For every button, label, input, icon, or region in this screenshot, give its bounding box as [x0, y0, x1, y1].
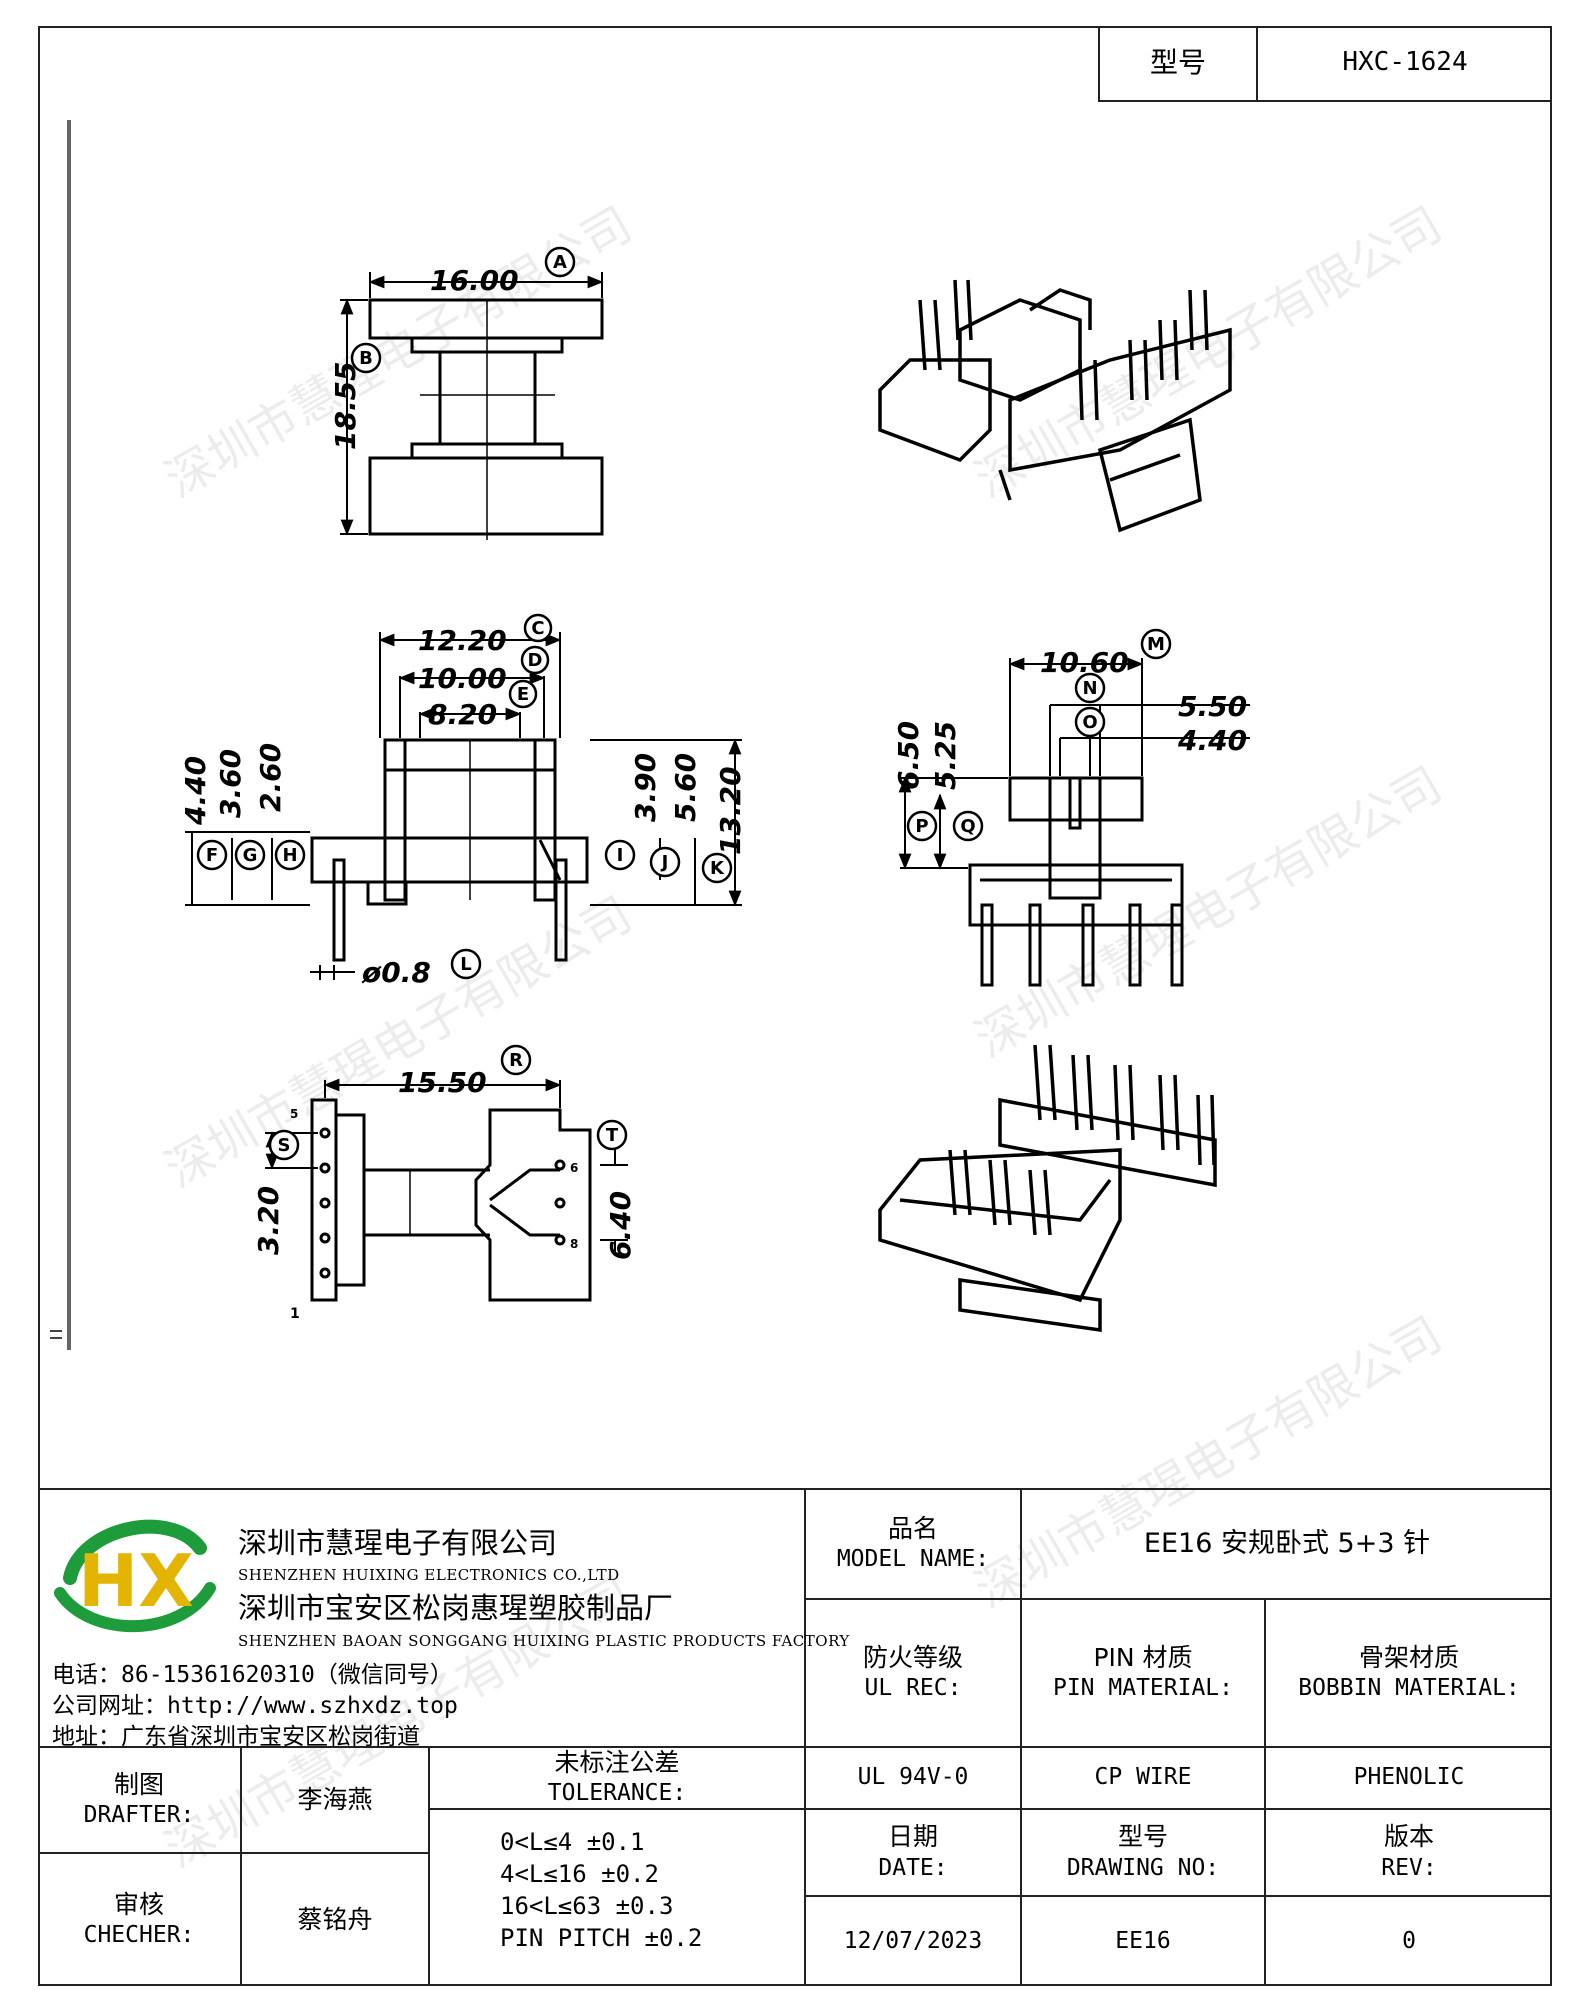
dim-n: 5.50 — [1178, 690, 1247, 723]
view-front — [340, 272, 604, 540]
callout-s: S — [278, 1135, 291, 1156]
company-name-en: SHENZHEN HUIXING ELECTRONICS CO.,LTD — [238, 1566, 620, 1584]
dim-i: 3.90 — [629, 753, 662, 822]
dim-j: 5.60 — [669, 753, 702, 822]
header-model-box: 型号 HXC-1624 — [1098, 26, 1552, 102]
dim-p: 6.50 — [892, 721, 925, 790]
margin-mark — [50, 1337, 62, 1339]
ul-rec-value: UL 94V-0 — [857, 1764, 969, 1791]
callout-t: T — [606, 1125, 619, 1146]
dim-d: 10.00 — [418, 662, 507, 695]
factory-name-en: SHENZHEN BAOAN SONGGANG HUIXING PLASTIC … — [238, 1632, 850, 1650]
dim-r: 15.50 — [398, 1066, 487, 1099]
margin-bar — [67, 120, 71, 1350]
dim-s: 3.20 — [252, 1186, 285, 1255]
callout-h: H — [282, 845, 297, 866]
view-bottom — [265, 1078, 628, 1302]
dim-a: 16.00 — [430, 264, 519, 297]
pin-label-right-top: 6 — [570, 1161, 578, 1175]
dim-t: 6.40 — [604, 1191, 637, 1260]
dim-f: 4.40 — [179, 756, 212, 826]
callout-o: O — [1082, 712, 1097, 733]
drafter-label: 制图 DRAFTER: — [83, 1769, 195, 1829]
callout-d: D — [528, 650, 543, 671]
drawing-frame — [38, 26, 1552, 1986]
dim-h: 2.60 — [254, 743, 287, 812]
date-label: 日期 DATE: — [878, 1822, 948, 1881]
callout-a: A — [553, 252, 567, 273]
rev-value: 0 — [1402, 1927, 1416, 1954]
company-name-cn: 深圳市慧瑆电子有限公司 — [238, 1526, 558, 1560]
dim-k: 13.20 — [714, 766, 747, 855]
dim-g: 3.60 — [214, 749, 247, 818]
view-pins — [898, 657, 1250, 987]
company-address: 地址：广东省深圳市宝安区松岗街道 — [52, 1724, 420, 1750]
technical-drawing: 16.00 18.55 12.20 10.00 8.20 4.40 3.60 2… — [179, 246, 1250, 1333]
callout-c: C — [531, 618, 544, 639]
dim-c: 12.20 — [418, 624, 507, 657]
dim-m: 10.60 — [1040, 646, 1129, 679]
company-phone: 电话：86-15361620310（微信同号） — [52, 1662, 453, 1688]
company-logo: HX — [54, 1519, 216, 1633]
callout-k: K — [710, 858, 725, 879]
pin-label-top: 5 — [290, 1107, 298, 1121]
dim-e: 8.20 — [428, 698, 497, 731]
logo-text: HX — [78, 1539, 194, 1623]
drafter-name: 李海燕 — [297, 1784, 373, 1814]
pin-label-bottom: 1 — [290, 1306, 300, 1322]
margin-mark — [50, 1330, 62, 1332]
drawing-no-value: EE16 — [1115, 1927, 1171, 1954]
dim-l: ø0.8 — [361, 956, 431, 989]
view-3d-bottom — [878, 1044, 1217, 1333]
header-model-value: HXC-1624 — [1342, 47, 1468, 78]
model-name-label: 品名 MODEL NAME: — [836, 1513, 990, 1573]
callout-m: M — [1147, 634, 1165, 655]
title-block-top-line — [38, 1488, 1552, 1490]
tolerance-line: 4<L≤16 ±0.2 — [500, 1860, 659, 1888]
callout-i: I — [617, 845, 624, 866]
callout-e: E — [517, 684, 529, 705]
tolerance-line: 16<L≤63 ±0.3 — [500, 1892, 674, 1920]
factory-name-cn: 深圳市宝安区松岗惠瑆塑胶制品厂 — [238, 1591, 674, 1625]
date-value: 12/07/2023 — [843, 1927, 983, 1954]
ul-rec-label: 防火等级 UL REC: — [862, 1642, 963, 1702]
callout-b: B — [359, 348, 373, 369]
tolerance-label: 未标注公差 TOLERANCE: — [547, 1747, 687, 1807]
bobbin-material-value: PHENOLIC — [1353, 1764, 1465, 1791]
view-side — [185, 632, 742, 980]
company-website: 公司网址：http://www.szhxdz.top — [52, 1693, 458, 1719]
callout-r: R — [509, 1050, 523, 1071]
tolerance-line: 0<L≤4 ±0.1 — [500, 1828, 645, 1856]
pin-material-label: PIN 材质 PIN MATERIAL: — [1052, 1642, 1233, 1702]
pin-label-right-bottom: 8 — [570, 1237, 578, 1251]
callout-q: Q — [960, 816, 975, 837]
dim-q: 5.25 — [929, 721, 962, 790]
view-3d-top — [878, 279, 1232, 533]
drawing-no-label: 型号 DRAWING NO: — [1066, 1822, 1220, 1881]
dim-b: 18.55 — [329, 361, 362, 450]
checker-label: 审核 CHECHER: — [83, 1889, 195, 1949]
callout-g: G — [243, 845, 258, 866]
pin-material-value: CP WIRE — [1094, 1764, 1192, 1791]
tolerance-line: PIN PITCH ±0.2 — [500, 1924, 703, 1952]
callout-l: L — [460, 954, 471, 975]
bobbin-material-label: 骨架材质 BOBBIN MATERIAL: — [1298, 1642, 1520, 1702]
rev-label: 版本 REV: — [1381, 1822, 1437, 1881]
header-model-label: 型号 — [1149, 45, 1206, 79]
callout-f: F — [206, 845, 218, 866]
tolerance-list: 0<L≤4 ±0.1 4<L≤16 ±0.2 16<L≤63 ±0.3 PIN … — [500, 1826, 702, 1954]
callout-j: J — [660, 852, 669, 873]
model-name-value: EE16 安规卧式 5+3 针 — [1143, 1528, 1431, 1560]
callout-p: P — [915, 816, 928, 837]
dim-o: 4.40 — [1177, 724, 1247, 757]
checker-name: 蔡铭舟 — [297, 1904, 373, 1934]
callout-n: N — [1082, 678, 1097, 699]
